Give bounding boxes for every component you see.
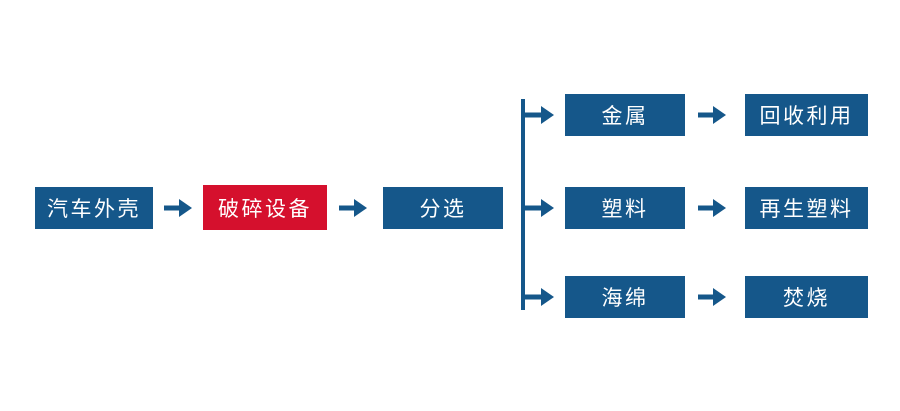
branch-arrow-right-icon bbox=[523, 288, 554, 306]
node-metal: 金属 bbox=[565, 94, 685, 136]
branch-arrow-right-icon bbox=[523, 106, 554, 124]
branch-connector-line bbox=[521, 99, 525, 310]
arrow-right-icon bbox=[164, 199, 192, 217]
arrow-right-icon bbox=[698, 106, 726, 124]
node-incineration: 焚烧 bbox=[745, 276, 868, 318]
node-sponge: 海绵 bbox=[565, 276, 685, 318]
node-plastic: 塑料 bbox=[565, 187, 685, 229]
node-sorting: 分选 bbox=[383, 187, 503, 229]
arrow-right-icon bbox=[698, 199, 726, 217]
node-crushing-equipment: 破碎设备 bbox=[203, 185, 327, 230]
arrow-right-icon bbox=[698, 288, 726, 306]
node-car-shell: 汽车外壳 bbox=[35, 187, 153, 229]
branch-arrow-right-icon bbox=[523, 199, 554, 217]
node-recycled-plastic: 再生塑料 bbox=[745, 187, 868, 229]
arrow-right-icon bbox=[339, 199, 367, 217]
node-recycle-reuse: 回收利用 bbox=[745, 94, 868, 136]
